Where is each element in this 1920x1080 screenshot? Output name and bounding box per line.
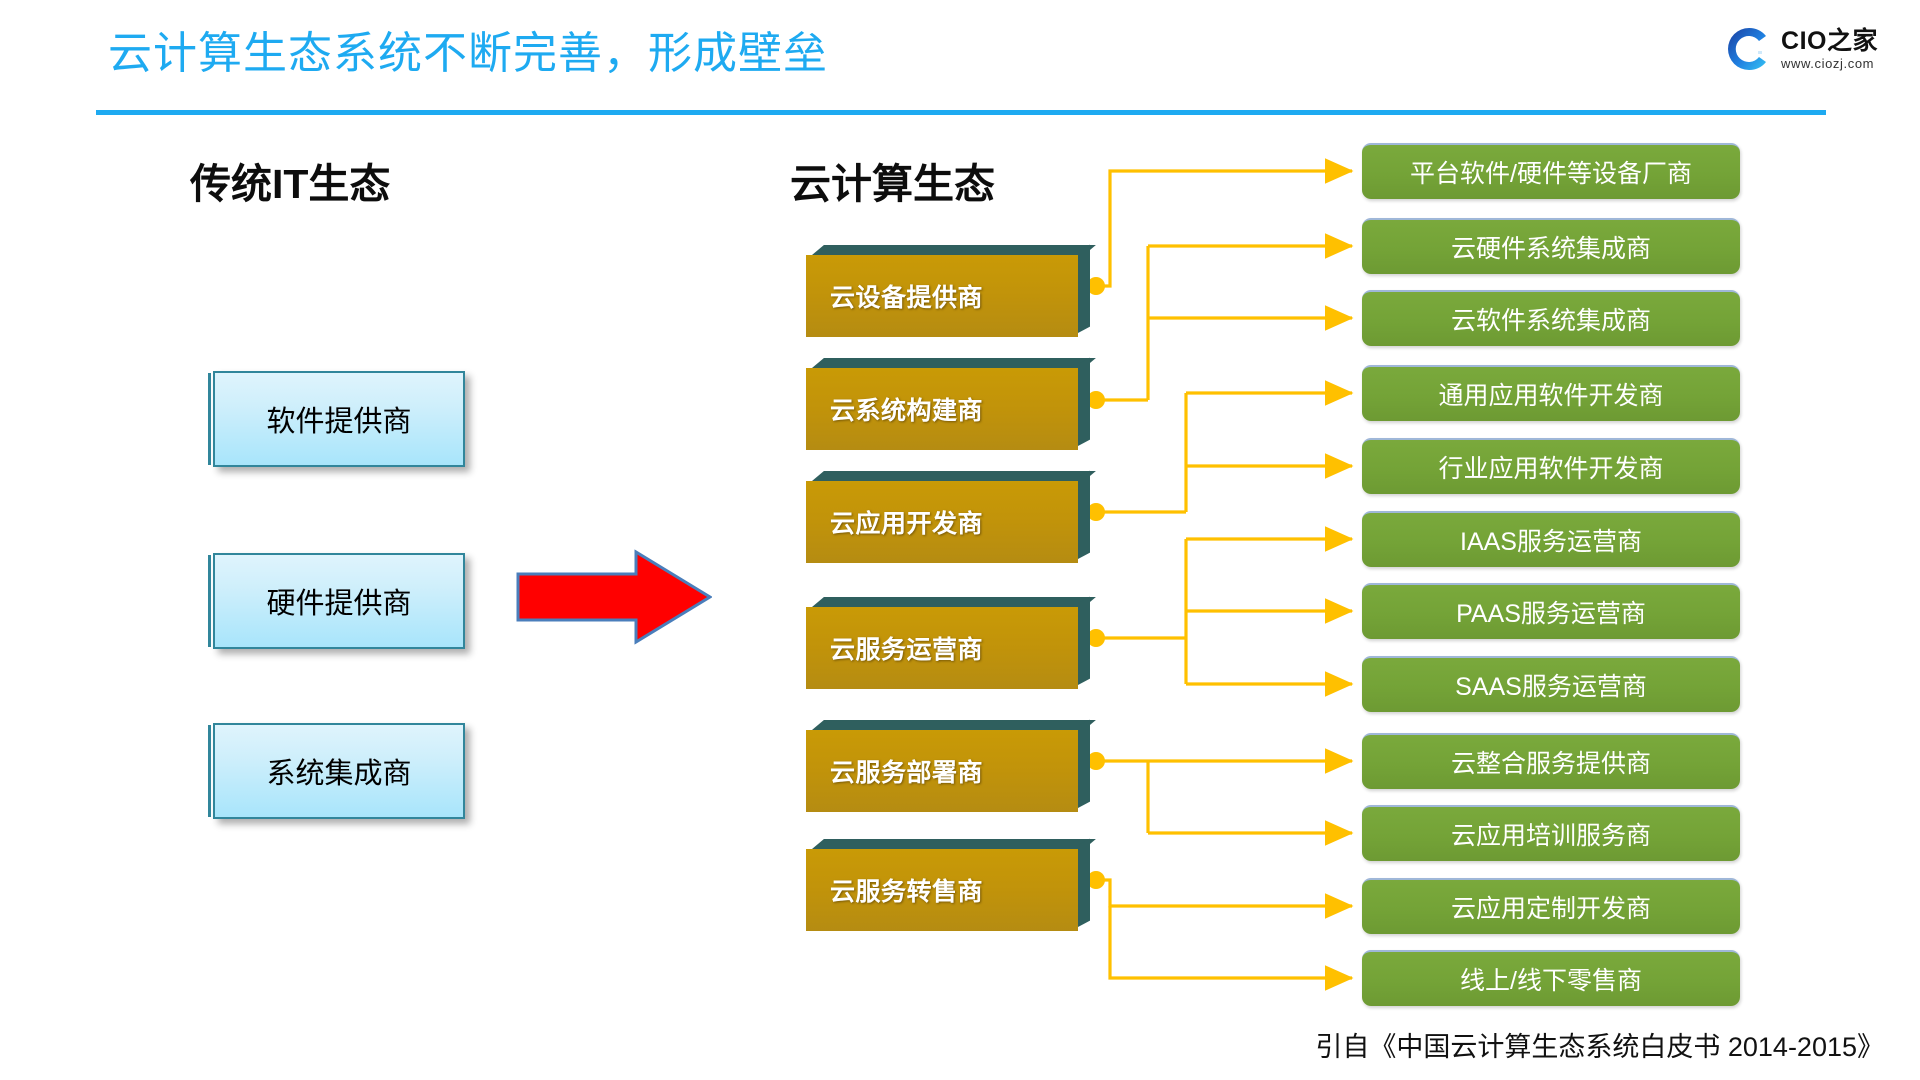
- cloud-player-label: 平台软件/硬件等设备厂商: [1410, 160, 1692, 188]
- box-bevel-right: [1078, 596, 1090, 685]
- legacy-column-heading: 传统IT生态: [190, 161, 391, 207]
- cloud-player-label: 云软件系统集成商: [1450, 307, 1651, 335]
- cloud-player-label: 云整合服务提供商: [1450, 750, 1651, 778]
- cloud-player-label: PAAS服务运营商: [1456, 600, 1646, 628]
- source-citation: 引自《中国云计算生态系统白皮书 2014-2015》: [1315, 1032, 1884, 1062]
- cloud-role-label: 云服务转售商: [830, 878, 984, 906]
- cloud-player-label: 通用应用软件开发商: [1438, 382, 1664, 410]
- cio-circle-logo-icon: [1726, 26, 1772, 72]
- box-face: 云系统构建商: [806, 368, 1078, 450]
- logo-url: www.ciozj.com: [1781, 55, 1875, 71]
- cloud-role-box-service-deployer[interactable]: 云服务部署商: [806, 719, 1096, 812]
- cloud-role-label: 云设备提供商: [830, 284, 984, 312]
- cloud-role-box-device-provider[interactable]: 云设备提供商: [806, 244, 1096, 337]
- cloud-role-label: 云服务部署商: [830, 759, 984, 787]
- box-bevel-top: [812, 358, 1096, 368]
- cloud-role-box-app-developer[interactable]: 云应用开发商: [806, 470, 1096, 563]
- box-bevel-right: [1078, 470, 1090, 559]
- cloud-player-box-integration-service[interactable]: 云整合服务提供商: [1362, 733, 1740, 789]
- box-bevel-top: [812, 471, 1096, 481]
- legacy-box-software-provider[interactable]: 软件提供商: [208, 371, 465, 467]
- box-face: 云应用开发商: [806, 481, 1078, 563]
- cloud-player-label: 云应用培训服务商: [1450, 822, 1651, 850]
- cloud-player-box-hw-integrator[interactable]: 云硬件系统集成商: [1362, 218, 1740, 274]
- cloud-role-label: 云系统构建商: [830, 397, 984, 425]
- cloud-player-box-industry-app-dev[interactable]: 行业应用软件开发商: [1362, 438, 1740, 494]
- box-bevel-top: [812, 839, 1096, 849]
- cloud-player-box-training-service[interactable]: 云应用培训服务商: [1362, 805, 1740, 861]
- box-face: 云服务部署商: [806, 730, 1078, 812]
- legacy-box-hardware-provider[interactable]: 硬件提供商: [208, 553, 465, 649]
- cloud-player-label: 线上/线下零售商: [1460, 967, 1642, 995]
- box-face: 云服务运营商: [806, 607, 1078, 689]
- cloud-column-heading: 云计算生态: [790, 161, 995, 207]
- cloud-player-box-custom-app-dev[interactable]: 云应用定制开发商: [1362, 878, 1740, 934]
- cloud-player-box-platform-vendor[interactable]: 平台软件/硬件等设备厂商: [1362, 143, 1740, 199]
- box-bevel-right: [1078, 838, 1090, 927]
- right-arrow-icon: [516, 548, 713, 646]
- cloud-player-label: SAAS服务运营商: [1455, 673, 1647, 701]
- box-face: 云设备提供商: [806, 255, 1078, 337]
- legacy-box-label: 系统集成商: [266, 758, 412, 790]
- box-face: 云服务转售商: [806, 849, 1078, 931]
- legacy-box-label: 软件提供商: [266, 406, 412, 438]
- legacy-box-label: 硬件提供商: [266, 588, 412, 620]
- cloud-role-box-system-builder[interactable]: 云系统构建商: [806, 357, 1096, 450]
- cloud-role-label: 云服务运营商: [830, 636, 984, 664]
- cloud-player-box-online-offline-retail[interactable]: 线上/线下零售商: [1362, 950, 1740, 1006]
- page-title: 云计算生态系统不断完善，形成壁垒: [108, 29, 828, 78]
- box-bevel-right: [1078, 357, 1090, 446]
- box-bevel-top: [812, 245, 1096, 255]
- box-bevel-right: [1078, 719, 1090, 808]
- cloud-role-box-service-operator[interactable]: 云服务运营商: [806, 596, 1096, 689]
- box-bevel-top: [812, 597, 1096, 607]
- box-bevel-right: [1078, 244, 1090, 333]
- title-divider: [96, 110, 1826, 115]
- cloud-role-label: 云应用开发商: [830, 510, 984, 538]
- cloud-player-label: 云硬件系统集成商: [1450, 235, 1651, 263]
- box-bevel-top: [812, 720, 1096, 730]
- cloud-player-label: IAAS服务运营商: [1460, 528, 1642, 556]
- legacy-box-system-integrator[interactable]: 系统集成商: [208, 723, 465, 819]
- cloud-player-box-sw-integrator[interactable]: 云软件系统集成商: [1362, 290, 1740, 346]
- cloud-player-box-saas-operator[interactable]: SAAS服务运营商: [1362, 656, 1740, 712]
- cloud-role-box-service-reseller[interactable]: 云服务转售商: [806, 838, 1096, 931]
- cloud-player-label: 行业应用软件开发商: [1438, 455, 1664, 483]
- cloud-player-box-general-app-dev[interactable]: 通用应用软件开发商: [1362, 365, 1740, 421]
- brand-logo: CIO之家 www.ciozj.com: [1726, 26, 1878, 72]
- cloud-player-box-paas-operator[interactable]: PAAS服务运营商: [1362, 583, 1740, 639]
- cloud-player-label: 云应用定制开发商: [1450, 895, 1651, 923]
- logo-name: CIO之家: [1781, 26, 1878, 55]
- cloud-player-box-iaas-operator[interactable]: IAAS服务运营商: [1362, 511, 1740, 567]
